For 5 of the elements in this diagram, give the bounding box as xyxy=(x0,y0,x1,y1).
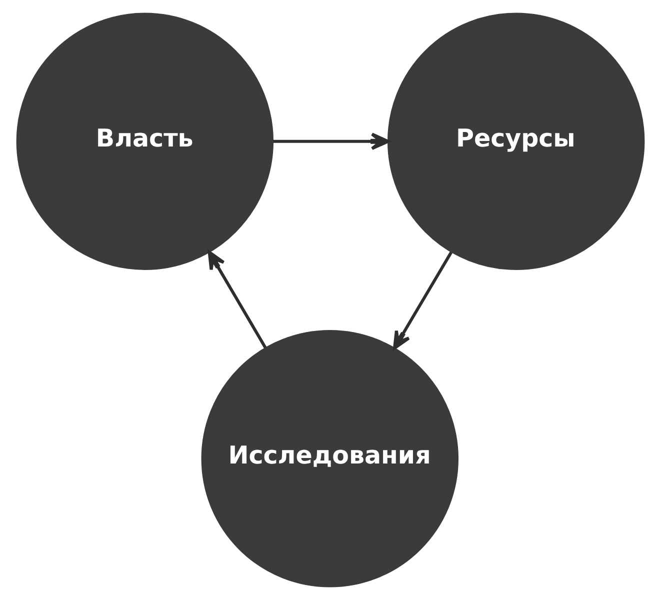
arrow xyxy=(392,251,453,350)
arrow xyxy=(273,132,390,150)
arrow xyxy=(208,250,267,348)
node-circle: Власть xyxy=(16,12,274,270)
node-circle: Ресурсы xyxy=(387,12,645,270)
